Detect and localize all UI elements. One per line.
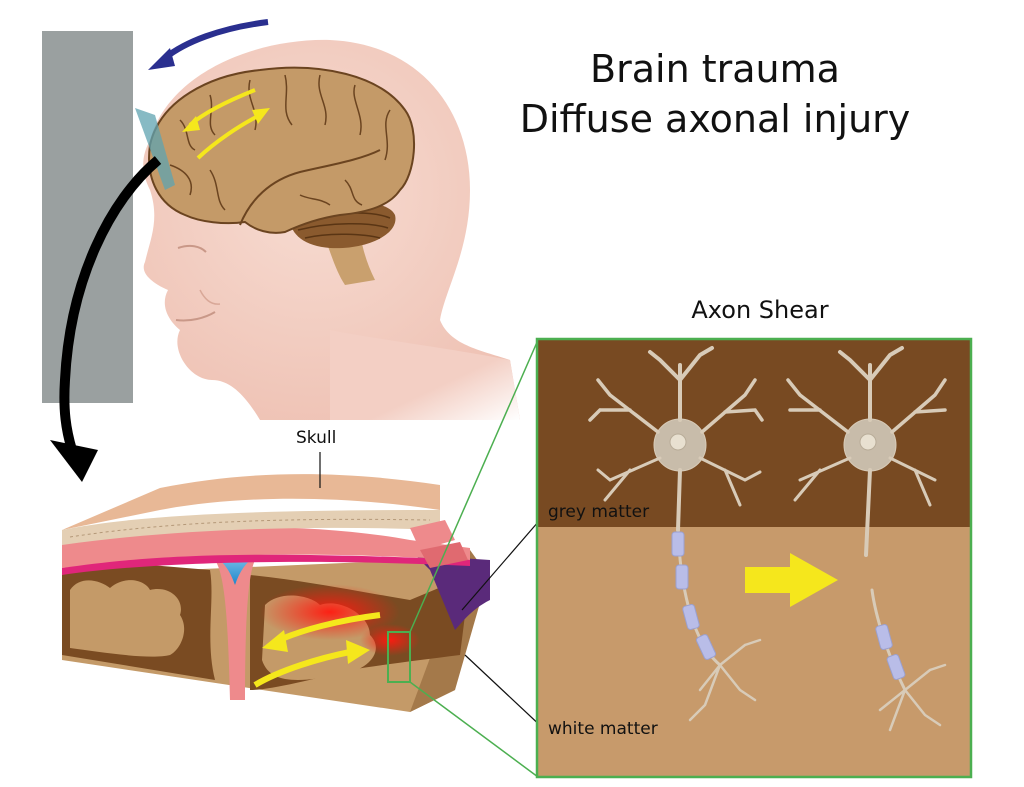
wall [42,31,133,403]
title-line-2: Diffuse axonal injury [519,97,911,141]
white-matter-leader [464,654,546,731]
blue-rotation-arrow [148,19,269,70]
zoom-connector-bottom [409,681,539,778]
myelin-sheaths-intact [671,531,717,660]
grey-matter-label: grey matter [548,502,650,522]
inset-title: Axon Shear [691,296,829,324]
title-line-1: Brain trauma [590,47,840,91]
myelin-sheaths-sheared [875,624,906,680]
zoom-region-box [387,631,411,683]
shear-direction-arrow [745,553,838,607]
skull-label: Skull [296,428,337,448]
grey-matter-leader [461,513,546,611]
axon-shear-inset [535,337,973,779]
zoom-connector-top [409,339,539,633]
impact-plane [135,108,175,190]
brain-cross-section [62,474,490,712]
yellow-shear-arrows-section [253,612,381,688]
black-zoom-arrow [50,156,162,482]
page-title: Brain trauma Diffuse axonal injury [500,44,930,144]
yellow-shear-arrows-head [182,88,270,160]
brain [148,66,416,234]
white-matter-label: white matter [548,719,658,739]
